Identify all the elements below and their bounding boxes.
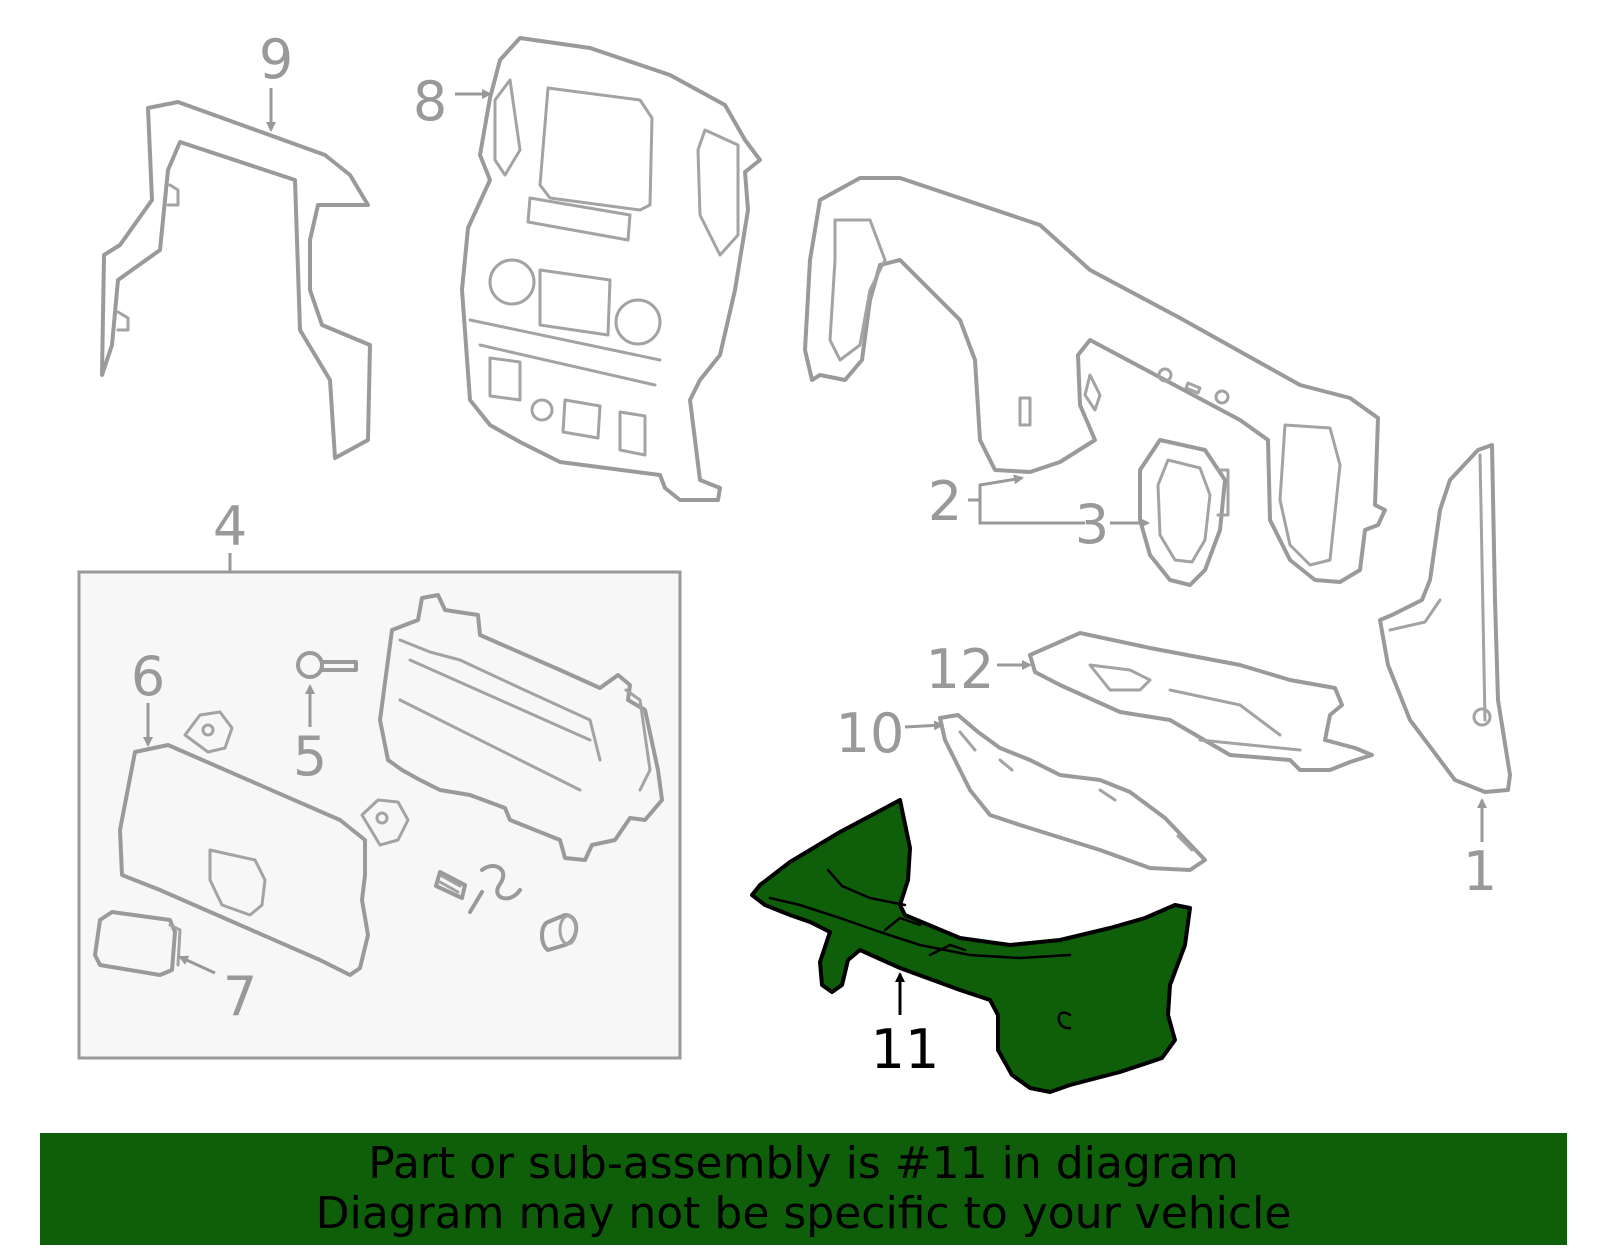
part-6-glove-box-door	[118, 710, 410, 977]
part-11-highlighted	[750, 798, 1192, 1094]
info-banner-background	[40, 1133, 1567, 1245]
callout-8: 8	[413, 70, 492, 133]
part-8-center-bezel	[460, 36, 762, 502]
glove-box-bin	[378, 593, 664, 862]
info-banner: Part or sub-assembly is #11 in diagram D…	[40, 1133, 1567, 1245]
callout-10-label: 10	[836, 702, 905, 765]
part-10-lower-trim	[938, 713, 1207, 872]
callout-7: 7	[178, 955, 257, 1028]
callout-9-label: 9	[259, 28, 293, 91]
callout-12-label: 12	[926, 638, 995, 701]
callout-2-label: 2	[928, 470, 962, 533]
callout-4: 4	[213, 495, 247, 558]
callout-4-label: 4	[213, 495, 247, 558]
part-12-reinforcement	[1028, 631, 1374, 772]
callout-5: 5	[293, 684, 327, 788]
callout-10: 10	[836, 702, 944, 765]
callout-12: 12	[926, 638, 1032, 701]
callout-1-label: 1	[1463, 840, 1497, 903]
banner-line-2: Diagram may not be specific to your vehi…	[315, 1188, 1292, 1239]
callout-3-label: 3	[1075, 493, 1109, 556]
assembly-4-inset	[77, 553, 682, 1060]
spring-and-bumper-parts	[434, 864, 579, 952]
part-7-latch-button	[93, 910, 182, 977]
callout-5-label: 5	[293, 725, 327, 788]
callout-11: 11	[871, 972, 940, 1081]
callout-1: 1	[1463, 798, 1497, 903]
callout-11-label: 11	[871, 1018, 940, 1081]
part-1-end-panel	[1378, 443, 1512, 794]
callout-6: 6	[131, 645, 165, 747]
callout-7-label: 7	[223, 965, 257, 1028]
part-5-pin	[296, 651, 358, 679]
callout-3: 3	[1075, 493, 1150, 556]
callout-9: 9	[259, 28, 293, 132]
callout-2: 2	[928, 470, 1085, 533]
banner-line-1: Part or sub-assembly is #11 in diagram	[368, 1138, 1239, 1189]
callout-6-label: 6	[131, 645, 165, 708]
part-2-dash-pad	[803, 176, 1387, 584]
callout-8-label: 8	[413, 70, 447, 133]
part-3-trim-insert	[1138, 438, 1230, 587]
part-9-trim-panel	[100, 100, 372, 460]
